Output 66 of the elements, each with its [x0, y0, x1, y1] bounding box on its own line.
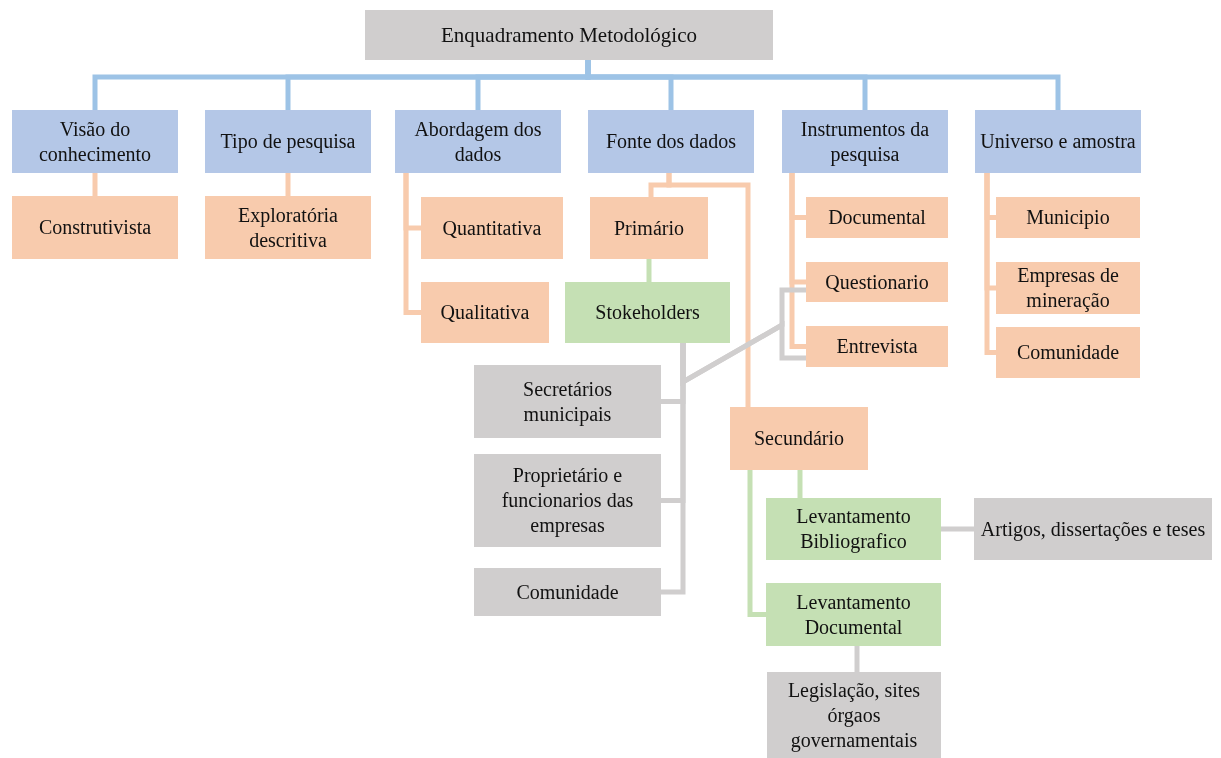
category-box — [205, 110, 371, 173]
node-label: Proprietário e funcionarios das empresas — [500, 463, 635, 538]
node-label: Stokeholders — [595, 300, 700, 325]
node-label: Universo e amostra — [980, 129, 1136, 154]
node-label: Construtivista — [38, 215, 152, 240]
node-label: Exploratória descritiva — [237, 202, 339, 253]
node-label: Abordagem dos dados — [413, 116, 543, 167]
category-box — [975, 110, 1141, 173]
node-label: Enquadramento Metodológico — [441, 21, 697, 49]
connector-line — [285, 173, 291, 196]
node-label: Tipo de pesquisa — [220, 129, 356, 154]
node-label: Legislação, sites órgaos governamentais — [786, 677, 922, 753]
connector-line — [941, 526, 974, 532]
node-label: Qualitativa — [440, 300, 530, 325]
subitem-box — [766, 498, 941, 560]
connector-line — [92, 173, 98, 196]
item-box — [730, 407, 868, 470]
item-box — [996, 197, 1140, 238]
item-box — [205, 196, 371, 259]
subitem-box — [766, 583, 941, 646]
category-box — [782, 110, 948, 173]
item-box — [12, 196, 178, 259]
node-label: Levantamento Bibliografico — [795, 504, 912, 554]
node-label: Entrevista — [836, 334, 918, 359]
item-box — [806, 262, 948, 302]
item-box — [996, 327, 1140, 378]
connector-line — [854, 646, 860, 672]
detail-box — [474, 568, 661, 616]
title-box — [365, 10, 773, 60]
connector-line — [747, 470, 766, 617]
item-box — [806, 326, 948, 367]
node-label: Comunidade — [516, 579, 619, 605]
connector-line — [797, 470, 803, 498]
node-label: Documental — [828, 205, 926, 230]
item-box — [996, 262, 1140, 314]
node-label: Instrumentos da pesquisa — [799, 116, 931, 167]
category-box — [12, 110, 178, 173]
node-label: Visão do conhecimento — [37, 116, 153, 167]
detail-box — [474, 365, 661, 438]
node-label: Levantamento Documental — [795, 589, 912, 640]
item-box — [806, 197, 948, 238]
category-box — [395, 110, 561, 173]
node-label: Secundário — [754, 426, 844, 451]
detail-box — [974, 498, 1212, 560]
connector-line — [789, 173, 806, 349]
node-label: Primário — [614, 215, 684, 241]
subitem-box — [565, 282, 730, 343]
node-label: Questionario — [825, 269, 929, 295]
node-label: Secretários municipais — [522, 376, 613, 427]
node-label: Empresas de mineração — [1016, 263, 1120, 313]
node-label: Municipio — [1026, 205, 1110, 230]
item-box — [590, 197, 708, 259]
connector-line — [984, 173, 996, 355]
node-label: Fonte dos dados — [606, 129, 736, 154]
connector-line — [666, 173, 751, 407]
detail-box — [767, 672, 941, 758]
node-label: Quantitativa — [442, 215, 542, 241]
item-box — [421, 282, 549, 343]
connector-line — [646, 259, 652, 282]
connector-line — [403, 173, 421, 315]
detail-box — [474, 454, 661, 547]
connector-line — [585, 60, 1061, 110]
item-box — [421, 197, 563, 259]
node-label: Artigos, dissertações e teses — [980, 516, 1206, 542]
node-label: Comunidade — [1016, 340, 1120, 365]
category-box — [588, 110, 754, 173]
